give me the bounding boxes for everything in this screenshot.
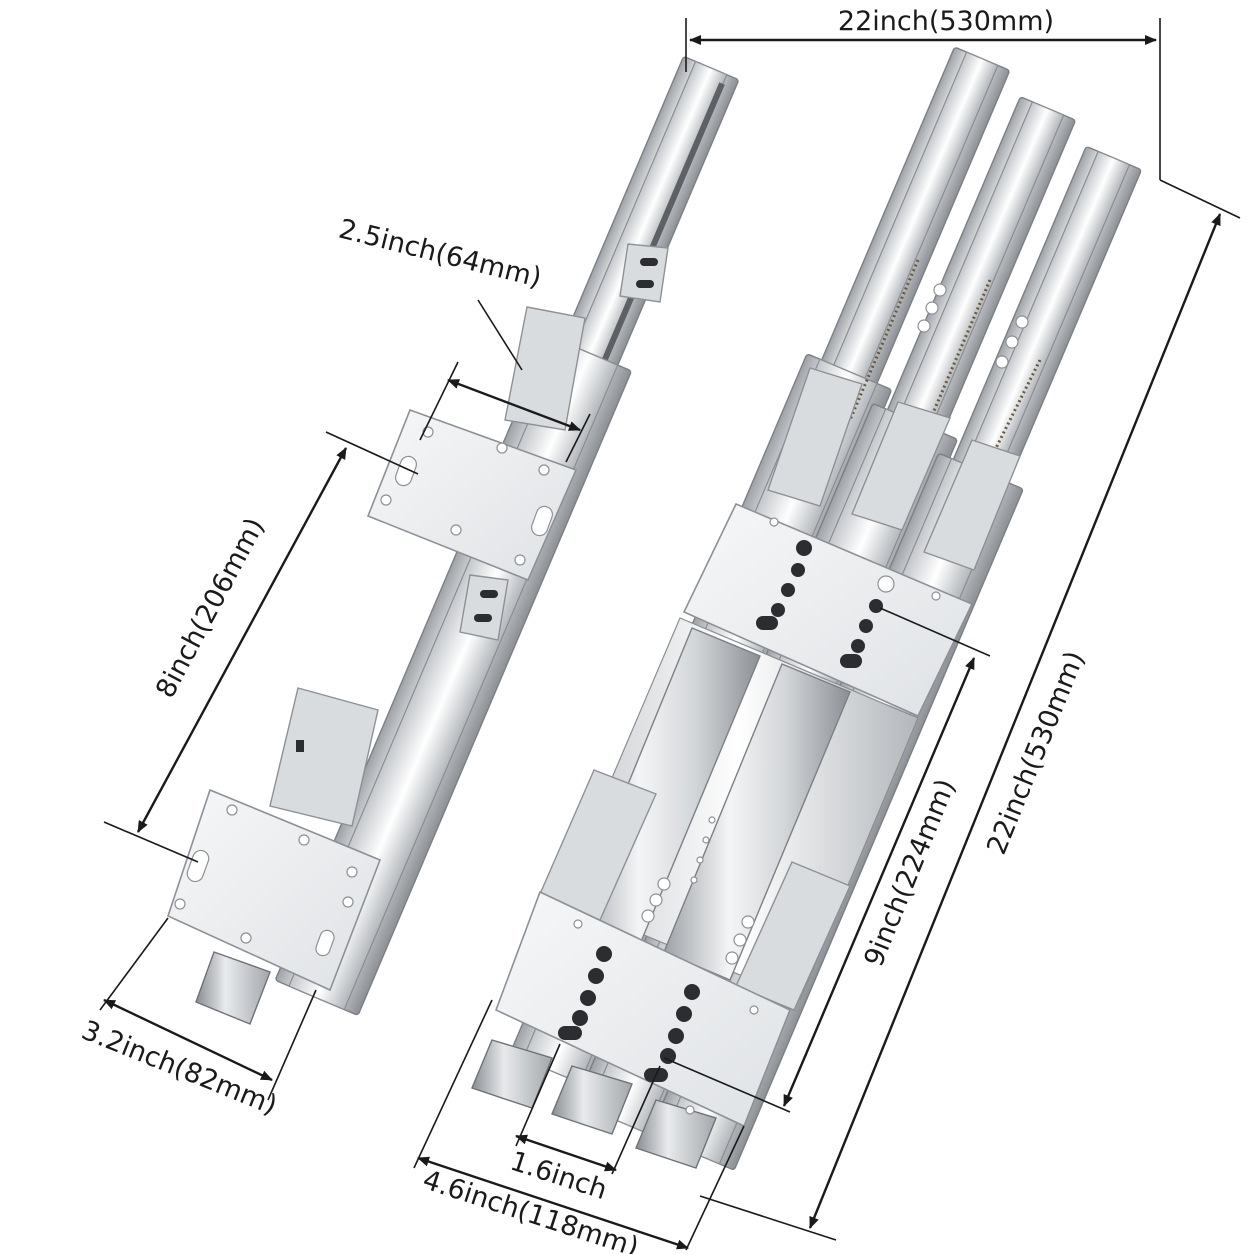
left-top-tab-bracket <box>619 243 669 303</box>
left-lower-mounting-plate <box>167 788 382 992</box>
left-middle-tab-bracket <box>459 574 509 641</box>
overall-width-dimension: 22inch(530mm) <box>685 6 1161 180</box>
left-upper-mounting-plate <box>366 408 578 582</box>
left-drawer-slide <box>167 56 739 1025</box>
bracket-spacing-short-label: 8inch(206mm) <box>150 513 271 703</box>
rail-width-label: 2.5inch(64mm) <box>336 214 545 294</box>
overall-width-label: 22inch(530mm) <box>838 6 1054 37</box>
overall-length-label: 22inch(530mm) <box>981 647 1091 859</box>
bracket-width-label: 3.2inch(82mm) <box>77 1015 281 1121</box>
right-lower-mounting-plate <box>494 890 792 1128</box>
right-drawer-slide-pair <box>471 47 1142 1170</box>
lower-rail-hole-set <box>641 816 755 965</box>
